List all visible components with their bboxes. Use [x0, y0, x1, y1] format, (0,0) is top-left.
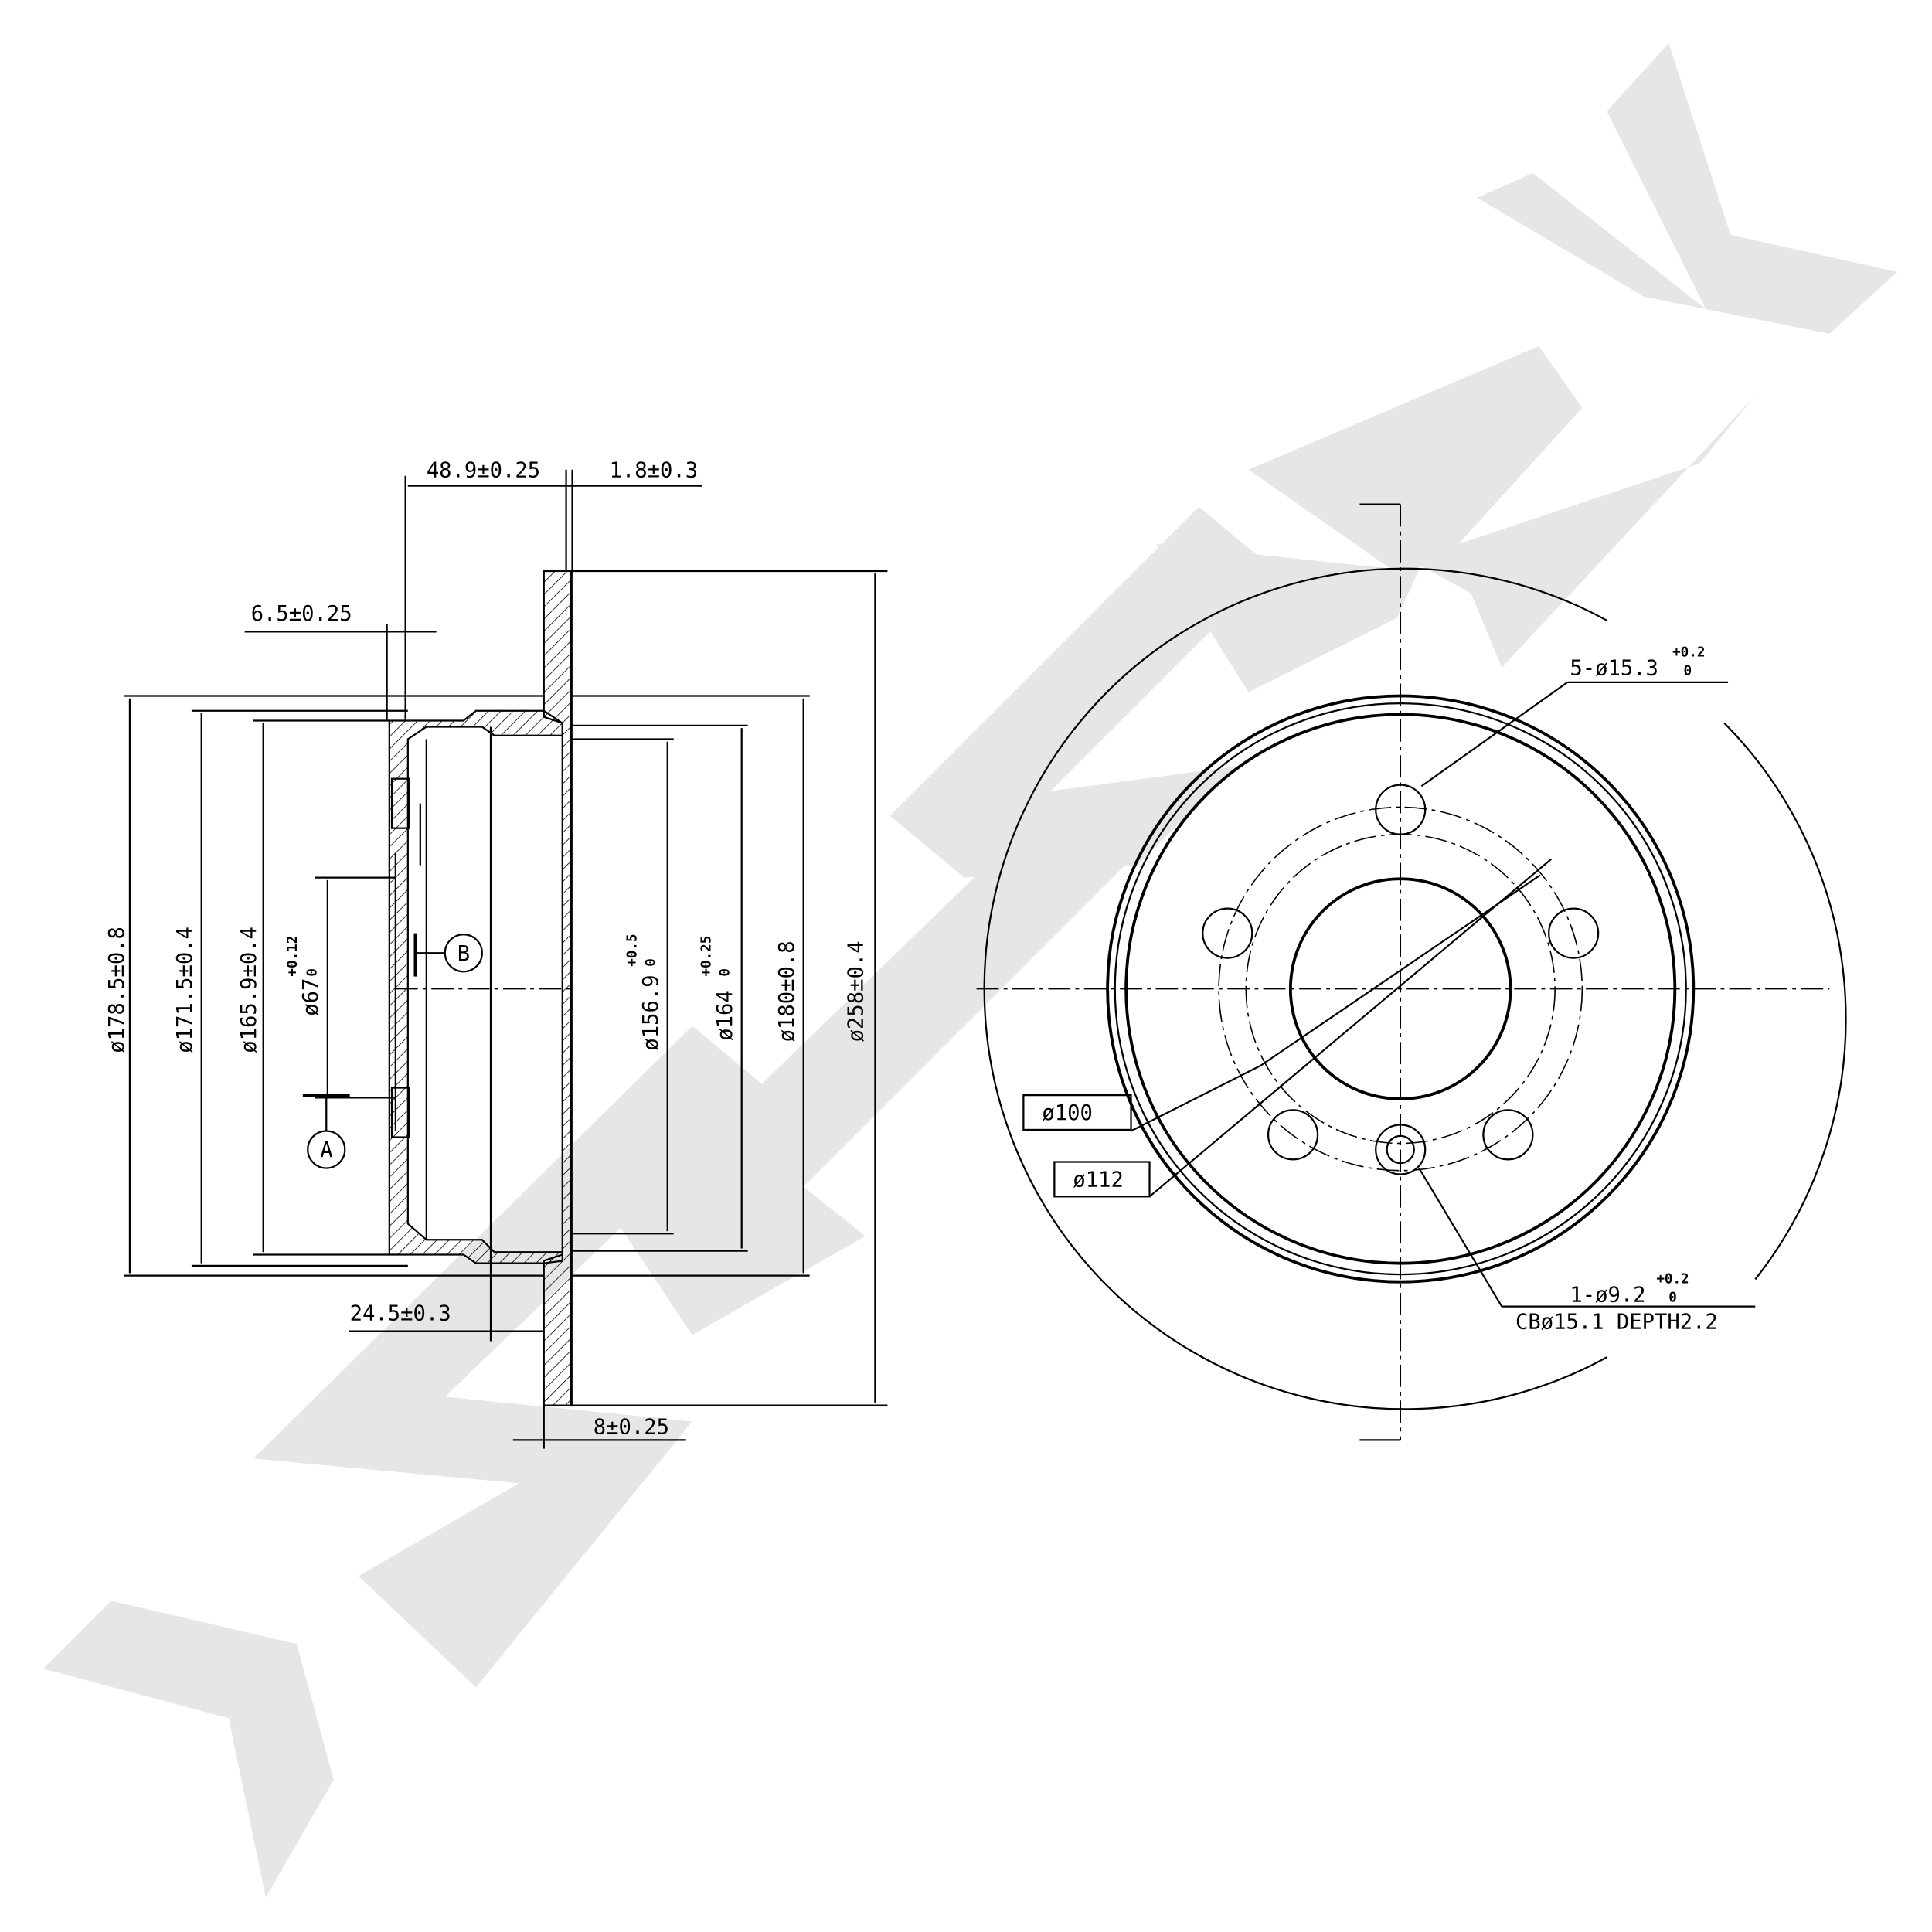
dim-d164-tol-upper: +0.25	[699, 936, 715, 977]
watermark-logo	[43, 43, 1898, 1898]
dim-d171: ø171.5±0.4	[173, 927, 197, 1053]
bolt-holes-label: 5-ø15.3	[1570, 656, 1658, 680]
dim-face-runout: 1.8±0.3	[610, 458, 699, 482]
bolt-holes-tol-upper: +0.2	[1672, 645, 1705, 660]
dim-hat-depth: 48.9±0.25	[427, 458, 540, 482]
dim-d165: ø165.9±0.4	[237, 927, 261, 1053]
counterbore-label: CBø15.1 DEPTH2.2	[1515, 1310, 1718, 1334]
locator-tol-lower: 0	[1668, 1290, 1677, 1305]
bolt-holes-tol-lower: 0	[1684, 663, 1692, 679]
dim-d156-tol-lower: 0	[644, 958, 659, 967]
dim-d178: ø178.5±0.8	[105, 927, 129, 1053]
dim-d67-tol-lower: 0	[304, 968, 320, 977]
bolt-holes	[1202, 784, 1600, 1175]
pcd-112-label: ø112	[1073, 1168, 1123, 1192]
dim-offset: 24.5±0.3	[350, 1301, 451, 1325]
dim-d67-tol-upper: +0.12	[285, 936, 301, 977]
front-view: 5-ø15.3 +0.2 0 ø100 ø112 1-ø9.2 +0.2 0 C…	[976, 503, 1847, 1441]
dim-hub-thickness: 6.5±0.25	[251, 602, 352, 626]
dim-d164: ø164	[713, 990, 737, 1040]
locator-tol-upper: +0.2	[1656, 1271, 1689, 1287]
locator-hole-label: 1-ø9.2	[1570, 1283, 1645, 1307]
dim-disc-thickness: 8±0.25	[594, 1415, 669, 1439]
dim-d67: ø67	[299, 978, 323, 1016]
dim-d156: ø156.9	[639, 975, 663, 1050]
datum-a-label: A	[320, 1138, 332, 1162]
outer-edge-arc-right	[1723, 722, 1847, 1281]
datum-b-label: B	[457, 942, 470, 966]
dim-d164-tol-lower: 0	[718, 968, 733, 977]
pcd-100-label: ø100	[1042, 1101, 1092, 1125]
dim-d156-tol-upper: +0.5	[625, 934, 641, 966]
side-view: 48.9±0.25 1.8±0.3 6.5±0.25 24.5±0.3 8±0.…	[105, 458, 888, 1449]
dim-d180: ø180±0.8	[775, 940, 799, 1042]
dim-d258: ø258±0.4	[844, 940, 868, 1042]
